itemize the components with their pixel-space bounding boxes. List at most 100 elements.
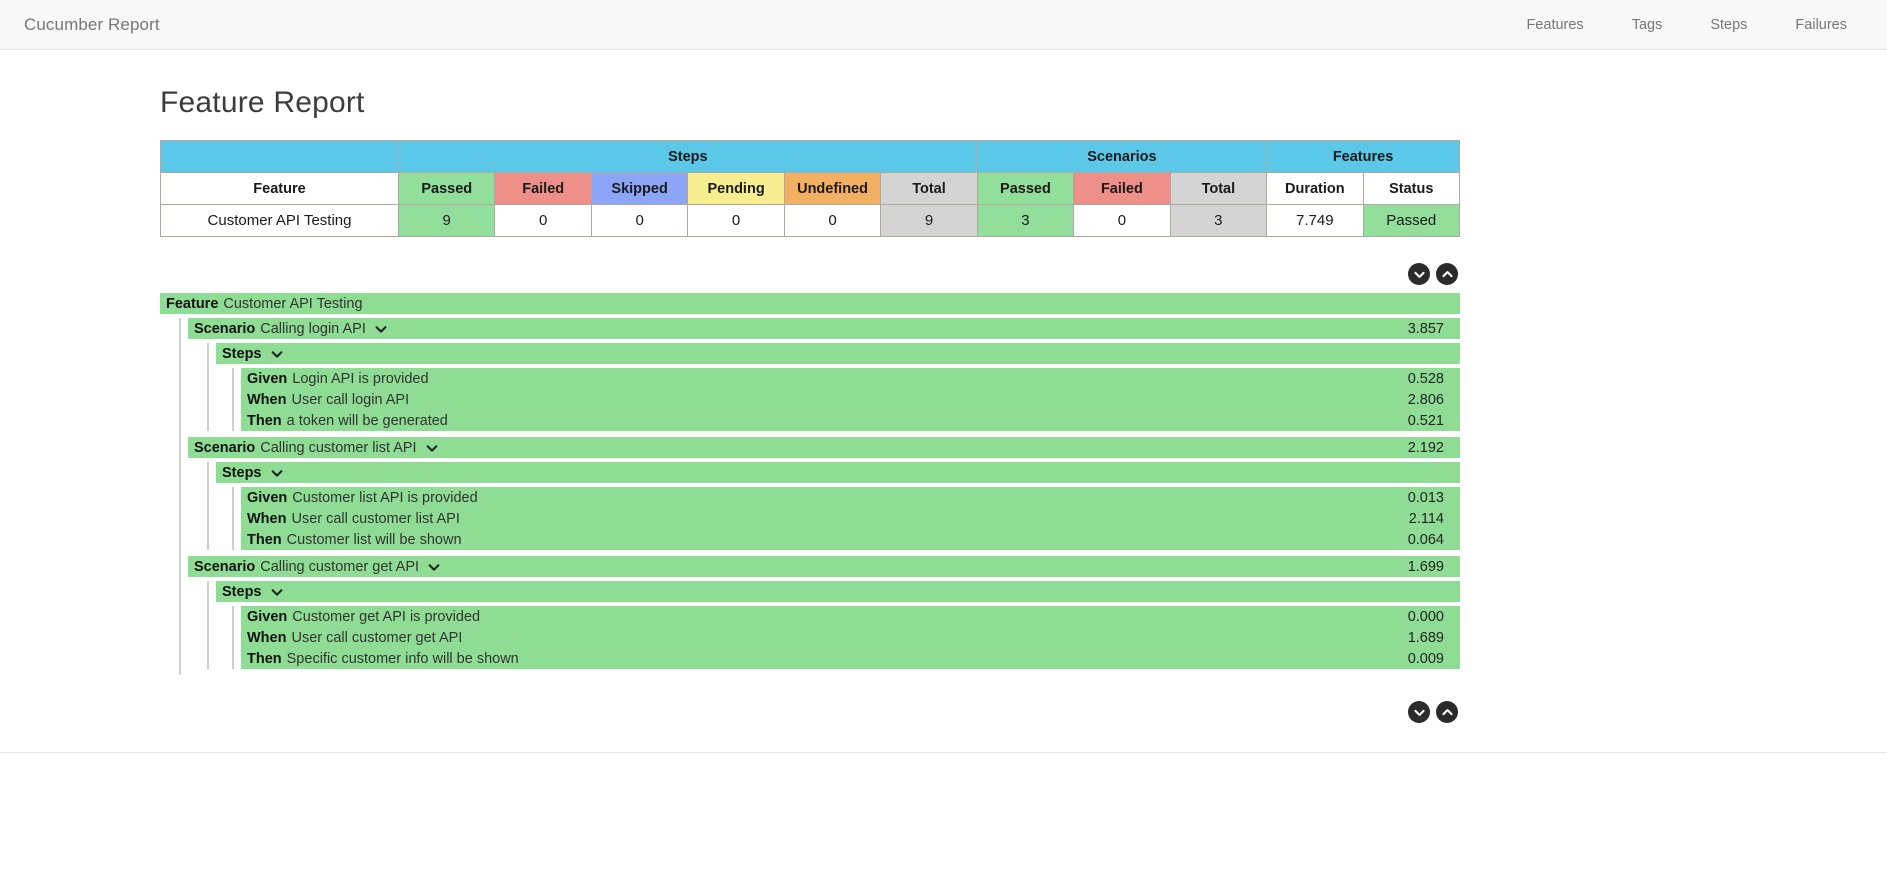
step-keyword: When <box>247 391 287 408</box>
step-duration: 0.528 <box>1407 370 1444 387</box>
chevron-down-icon[interactable] <box>270 585 284 599</box>
expand-collapse-controls-bottom <box>160 701 1460 723</box>
nav-link-steps[interactable]: Steps <box>1710 16 1748 33</box>
cell-scenarios-passed: 3 <box>976 204 1075 237</box>
chevron-down-circle-icon[interactable] <box>1408 701 1430 723</box>
cell-scenarios-total: 3 <box>1169 204 1268 237</box>
step-duration: 0.013 <box>1407 489 1444 506</box>
group-header-features: Features <box>1266 140 1460 173</box>
chevron-down-icon[interactable] <box>270 466 284 480</box>
scenario-duration: 3.857 <box>1407 320 1444 337</box>
col-header-status[interactable]: Status <box>1362 172 1461 205</box>
cell-feature-name[interactable]: Customer API Testing <box>160 204 399 237</box>
nav-link-tags[interactable]: Tags <box>1631 16 1663 33</box>
col-header-scenarios-failed[interactable]: Failed <box>1073 172 1171 205</box>
chevron-down-icon[interactable] <box>427 560 441 574</box>
feature-keyword: Feature <box>166 295 219 312</box>
scenario-name: Calling login API <box>260 320 366 337</box>
top-navbar: Cucumber Report Features Tags Steps Fail… <box>0 0 1887 50</box>
chevron-up-circle-icon[interactable] <box>1436 701 1458 723</box>
scenario-duration: 1.699 <box>1407 558 1444 575</box>
step-duration: 1.689 <box>1407 629 1444 646</box>
col-header-scenarios-total[interactable]: Total <box>1169 172 1268 205</box>
chevron-down-icon[interactable] <box>270 347 284 361</box>
cell-steps-passed: 9 <box>397 204 496 237</box>
step-keyword: Given <box>247 489 288 506</box>
nav-link-failures[interactable]: Failures <box>1795 16 1847 33</box>
scenario-name: Calling customer list API <box>260 439 417 456</box>
step-keyword: Then <box>247 412 282 429</box>
summary-table-wrapper: Steps Scenarios Features Feature Passed … <box>160 140 1461 237</box>
step-keyword: Then <box>247 650 282 667</box>
steps-header-bar[interactable]: Steps <box>216 343 1460 364</box>
group-header-steps: Steps <box>398 140 978 173</box>
scenario-keyword: Scenario <box>194 439 256 456</box>
step-keyword: Then <box>247 531 282 548</box>
scenario-block: Scenario Calling customer list API 2.192… <box>179 437 1460 556</box>
expand-collapse-controls-top <box>160 263 1460 285</box>
cell-steps-failed: 0 <box>494 204 592 237</box>
steps-list: Given Customer list API is provided 0.01… <box>232 487 1460 550</box>
col-header-scenarios-passed[interactable]: Passed <box>976 172 1075 205</box>
step-text: Customer get API is provided <box>292 608 481 625</box>
list-item: Then Customer list will be shown 0.064 <box>241 529 1460 550</box>
col-header-duration[interactable]: Duration <box>1266 172 1364 205</box>
steps-list: Given Login API is provided 0.528 When U… <box>232 368 1460 431</box>
list-item: Then a token will be generated 0.521 <box>241 410 1460 431</box>
cell-steps-undefined: 0 <box>783 204 882 237</box>
steps-keyword: Steps <box>222 583 262 600</box>
col-header-feature[interactable]: Feature <box>160 172 399 205</box>
step-text: Specific customer info will be shown <box>286 650 519 667</box>
list-item: Given Customer get API is provided 0.000 <box>241 606 1460 627</box>
scenario-duration: 2.192 <box>1407 439 1444 456</box>
step-text: a token will be generated <box>286 412 448 429</box>
chevron-down-icon[interactable] <box>425 441 439 455</box>
scenario-block: Scenario Calling login API 3.857 Steps <box>179 318 1460 437</box>
col-header-steps-skipped[interactable]: Skipped <box>590 172 689 205</box>
col-header-steps-undefined[interactable]: Undefined <box>783 172 882 205</box>
steps-header-bar[interactable]: Steps <box>216 581 1460 602</box>
steps-block: Steps Given Customer get API is provided… <box>207 581 1460 669</box>
content-container: Feature Report Steps Scenarios Features … <box>0 50 1887 723</box>
summary-table-body: Customer API Testing 9 0 0 0 0 9 3 0 3 7… <box>160 204 1461 237</box>
cell-steps-total: 9 <box>880 204 978 237</box>
summary-table-head: Steps Scenarios Features Feature Passed … <box>160 140 1461 205</box>
chevron-down-circle-icon[interactable] <box>1408 263 1430 285</box>
nav-link-features[interactable]: Features <box>1526 16 1584 33</box>
step-keyword: When <box>247 629 287 646</box>
scenario-header-bar[interactable]: Scenario Calling login API 3.857 <box>188 318 1460 339</box>
steps-header-bar[interactable]: Steps <box>216 462 1460 483</box>
col-header-steps-failed[interactable]: Failed <box>494 172 592 205</box>
cell-duration: 7.749 <box>1266 204 1364 237</box>
list-item: When User call customer list API 2.114 <box>241 508 1460 529</box>
scenario-header-bar[interactable]: Scenario Calling customer get API 1.699 <box>188 556 1460 577</box>
step-duration: 2.806 <box>1407 391 1444 408</box>
steps-list: Given Customer get API is provided 0.000… <box>232 606 1460 669</box>
step-text: User call customer get API <box>291 629 463 646</box>
cell-steps-skipped: 0 <box>590 204 689 237</box>
col-header-steps-passed[interactable]: Passed <box>397 172 496 205</box>
step-keyword: When <box>247 510 287 527</box>
chevron-down-icon[interactable] <box>374 322 388 336</box>
feature-header-bar[interactable]: Feature Customer API Testing <box>160 293 1460 314</box>
scenario-keyword: Scenario <box>194 320 256 337</box>
scenario-keyword: Scenario <box>194 558 256 575</box>
page-title: Feature Report <box>160 86 365 119</box>
cell-scenarios-failed: 0 <box>1073 204 1171 237</box>
summary-column-header-row: Feature Passed Failed Skipped Pending Un… <box>160 172 1461 205</box>
col-header-steps-total[interactable]: Total <box>880 172 978 205</box>
chevron-up-circle-icon[interactable] <box>1436 263 1458 285</box>
list-item: When User call customer get API 1.689 <box>241 627 1460 648</box>
scenario-name: Calling customer get API <box>260 558 420 575</box>
steps-block: Steps Given Customer list API is provide… <box>207 462 1460 550</box>
cell-steps-pending: 0 <box>687 204 785 237</box>
col-header-steps-pending[interactable]: Pending <box>687 172 785 205</box>
step-duration: 2.114 <box>1408 510 1444 527</box>
step-duration: 0.000 <box>1407 608 1444 625</box>
feature-name: Customer API Testing <box>223 295 363 312</box>
footer-divider <box>0 752 1887 753</box>
step-keyword: Given <box>247 370 288 387</box>
brand-title[interactable]: Cucumber Report <box>24 14 160 34</box>
step-duration: 0.521 <box>1407 412 1444 429</box>
scenario-header-bar[interactable]: Scenario Calling customer list API 2.192 <box>188 437 1460 458</box>
